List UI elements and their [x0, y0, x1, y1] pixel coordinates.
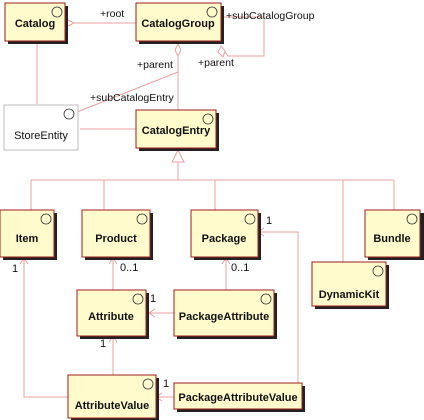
aggregation-diamond-icon	[174, 42, 182, 58]
multiplicity-package-top: 1	[266, 215, 272, 227]
class-label-item: Item	[16, 233, 39, 245]
class-label-catalogentry: CatalogEntry	[142, 125, 211, 137]
class-stereotype-icon	[244, 213, 256, 225]
assoc-label-parent-left: +parent	[137, 59, 173, 71]
class-attributevalue[interactable]: AttributeValue	[67, 374, 159, 420]
class-item[interactable]: Item	[0, 209, 57, 260]
edge-packageattributevalue-package	[258, 231, 299, 383]
multiplicity-attribute-right: 1	[150, 293, 156, 305]
class-package[interactable]: Package	[190, 209, 261, 260]
class-label-catalog: Catalog	[15, 18, 55, 30]
class-label-storeentity: StoreEntity	[14, 130, 68, 142]
class-stereotype-icon	[260, 293, 272, 305]
class-attribute[interactable]: Attribute	[76, 289, 149, 339]
class-label-dynamickit: DynamicKit	[319, 289, 380, 301]
class-label-cataloggroup: CatalogGroup	[141, 18, 215, 30]
class-label-attributevalue: AttributeValue	[75, 400, 150, 412]
class-storeentity[interactable]: StoreEntity	[3, 104, 79, 151]
class-cataloggroup[interactable]: CatalogGroup	[135, 2, 224, 44]
class-stereotype-icon	[206, 6, 218, 18]
assoc-label-subcataloggroup: +subCatalogGroup	[226, 10, 315, 22]
multiplicity-product-bottom: 0..1	[120, 262, 138, 274]
class-stereotype-icon	[142, 378, 154, 390]
generalization-triangle-icon	[171, 148, 185, 163]
edges	[19, 16, 395, 402]
aggregation-diamond-icon	[217, 45, 226, 58]
class-packageattributevalue[interactable]: PackageAttributeValue	[173, 382, 305, 412]
class-stereotype-icon	[51, 6, 63, 18]
class-label-package: Package	[202, 233, 247, 245]
class-stereotype-icon	[406, 213, 418, 225]
class-label-product: Product	[95, 233, 137, 245]
class-stereotype-icon	[372, 265, 384, 277]
edge-subcataloggroup-loop	[220, 16, 265, 57]
multiplicity-attribute-bottom: 1	[100, 338, 106, 350]
assoc-label-root: +root	[100, 8, 124, 20]
class-product[interactable]: Product	[81, 209, 153, 260]
class-catalogentry[interactable]: CatalogEntry	[135, 109, 219, 151]
class-label-attribute: Attribute	[88, 311, 134, 323]
class-stereotype-icon	[40, 213, 52, 225]
class-stereotype-icon	[202, 113, 214, 125]
class-dynamickit[interactable]: DynamicKit	[311, 261, 389, 309]
class-label-packageattributevalue: PackageAttributeValue	[178, 392, 297, 404]
class-packageattribute[interactable]: PackageAttribute	[173, 289, 277, 339]
class-label-bundle: Bundle	[373, 233, 410, 245]
class-stereotype-icon	[136, 213, 148, 225]
assoc-label-parent-right: +parent	[198, 57, 234, 69]
multiplicity-item-left: 1	[12, 263, 18, 275]
class-label-packageattribute: PackageAttribute	[179, 311, 269, 323]
multiplicity-package-bottom: 0..1	[231, 262, 249, 274]
multiplicity-attributevalue-right: 1	[163, 378, 169, 390]
class-bundle[interactable]: Bundle	[364, 209, 424, 260]
assoc-label-subcatalogentry: +subCatalogEntry	[90, 92, 175, 104]
edge-attributevalue-item	[23, 258, 68, 398]
class-catalog[interactable]: Catalog	[4, 2, 68, 44]
class-stereotype-icon	[132, 293, 144, 305]
class-stereotype-icon	[63, 108, 75, 120]
